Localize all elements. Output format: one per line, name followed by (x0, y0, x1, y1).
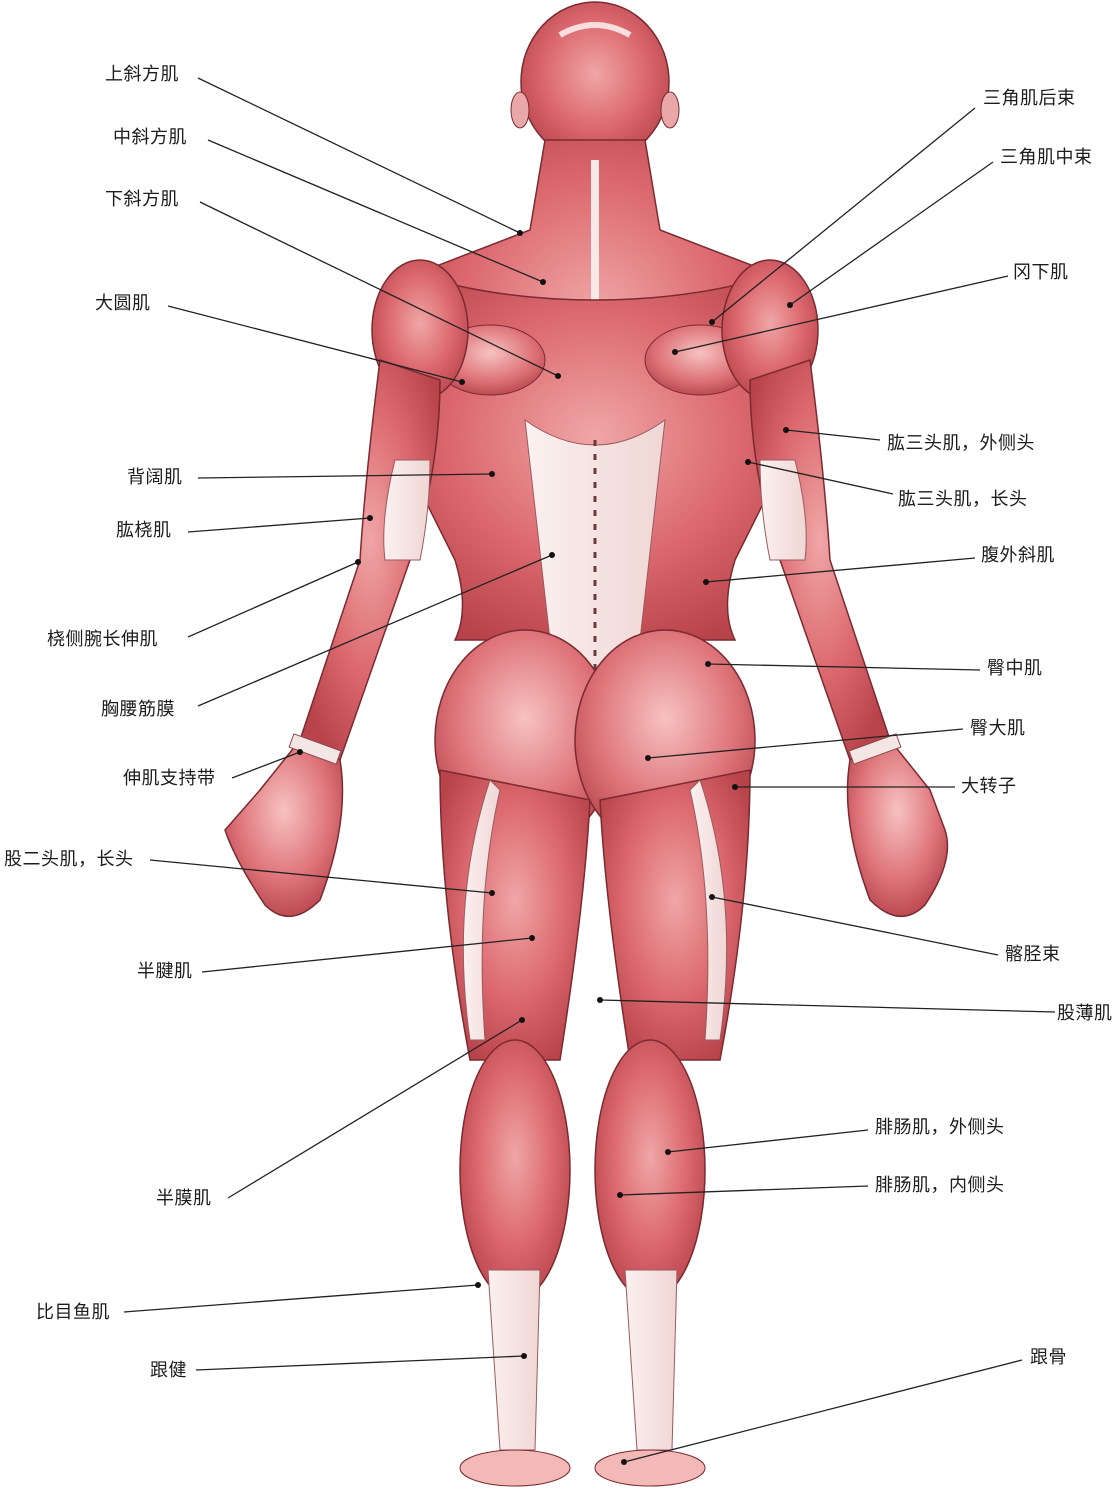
label-gastrocnemius-lateral: 腓肠肌，外侧头 (875, 1117, 1005, 1139)
label-semimembranosus: 半膜肌 (156, 1188, 212, 1210)
label-iliotibial-band: 髂胫束 (1005, 944, 1061, 966)
left-arm (225, 360, 440, 916)
label-triceps-lateral: 肱三头肌，外侧头 (887, 433, 1035, 455)
thighs (440, 770, 750, 1060)
label-teres-major: 大圆肌 (95, 293, 151, 315)
label-external-oblique: 腹外斜肌 (981, 545, 1055, 567)
label-triceps-long: 肱三头肌，长头 (898, 489, 1028, 511)
label-lower-trapezius: 下斜方肌 (105, 189, 179, 211)
label-middle-trapezius: 中斜方肌 (113, 127, 187, 149)
label-thoracolumbar-fascia: 胸腰筋膜 (101, 699, 175, 721)
label-gluteus-medius: 臀中肌 (987, 658, 1043, 680)
label-upper-trapezius: 上斜方肌 (105, 64, 179, 86)
label-calcaneus: 跟骨 (1030, 1347, 1067, 1369)
feet (460, 1450, 705, 1486)
label-gastrocnemius-medial: 腓肠肌，内侧头 (875, 1175, 1005, 1197)
label-ext-carpi-radialis: 桡侧腕长伸肌 (47, 629, 158, 651)
label-brachioradialis: 肱桡肌 (116, 520, 172, 542)
head (511, 2, 679, 162)
label-soleus: 比目鱼肌 (36, 1302, 110, 1324)
label-extensor-retinaculum: 伸肌支持带 (123, 768, 216, 790)
label-latissimus-dorsi: 背阔肌 (127, 467, 183, 489)
label-gluteus-maximus: 臀大肌 (970, 718, 1026, 740)
label-achilles-tendon: 跟健 (150, 1360, 187, 1382)
label-middle-deltoid: 三角肌中束 (1000, 147, 1093, 169)
label-semitendinosus: 半腱肌 (137, 961, 193, 983)
label-greater-trochanter: 大转子 (961, 776, 1017, 798)
label-gracilis: 股薄肌 (1057, 1003, 1113, 1025)
label-infraspinatus: 冈下肌 (1013, 262, 1069, 284)
calves (460, 1040, 705, 1450)
label-biceps-femoris: 股二头肌，长头 (4, 849, 134, 871)
label-posterior-deltoid: 三角肌后束 (983, 88, 1076, 110)
